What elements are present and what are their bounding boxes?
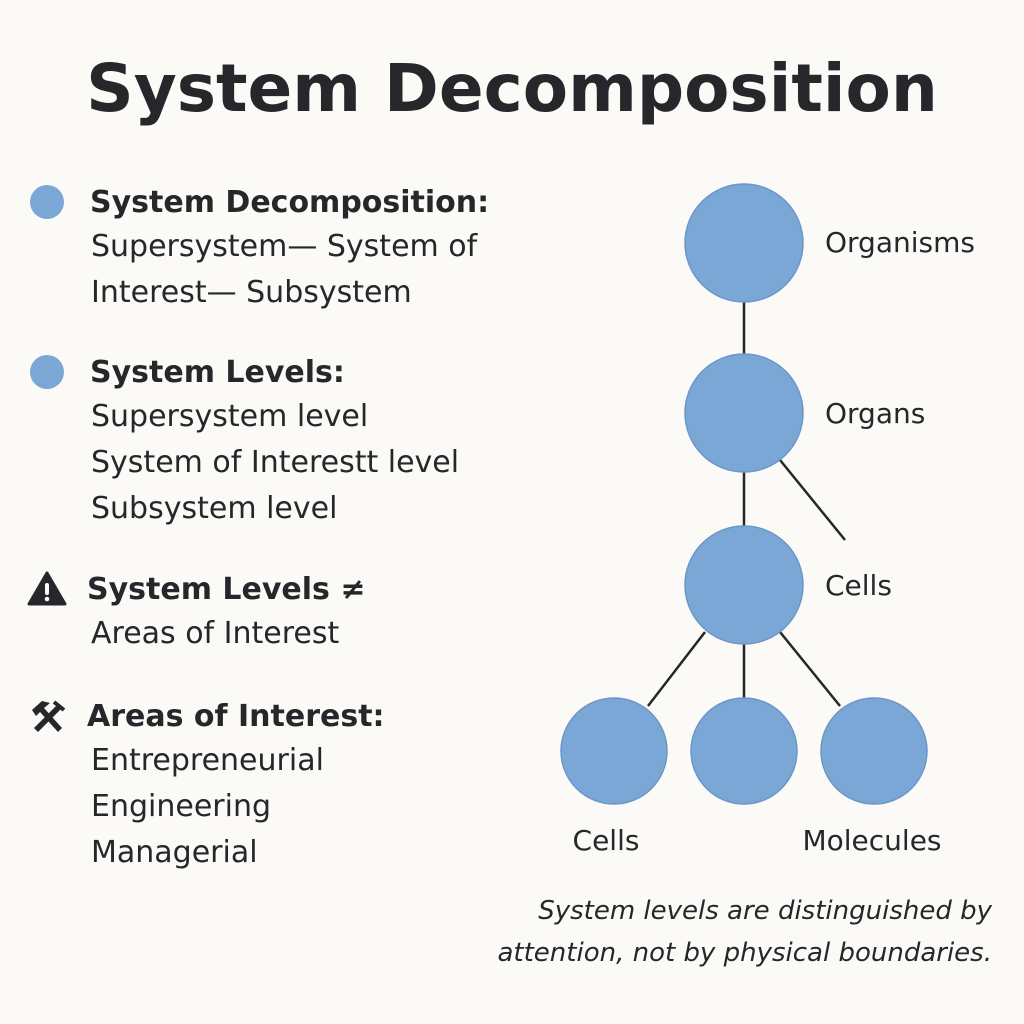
- label-organs: Organs: [825, 397, 925, 430]
- node-cells: [684, 525, 804, 645]
- page-title: System Decomposition: [86, 50, 938, 127]
- section-line: Interest— Subsystem: [91, 275, 412, 310]
- node-organs: [684, 353, 804, 473]
- node-middle-bottom: [690, 697, 798, 805]
- caption: System levels are distinguished by atten…: [497, 890, 992, 974]
- circle-bullet-icon: [30, 185, 64, 219]
- section-line: System of Interestt level: [91, 445, 460, 480]
- hammer-pick-icon: [27, 698, 67, 734]
- section-line: Entrepreneurial: [91, 743, 324, 778]
- caption-line: attention, not by physical boundaries.: [497, 938, 992, 968]
- section-heading: Areas of Interest:: [87, 698, 385, 734]
- edge: [779, 459, 846, 541]
- section-warning: System Levels ≠ Areas of Interest: [27, 567, 366, 657]
- section-line: Subsystem level: [91, 491, 338, 526]
- section-heading: System Decomposition:: [90, 184, 490, 220]
- section-heading: System Levels:: [90, 354, 345, 390]
- section-decomposition: System Decomposition: Supersystem— Syste…: [30, 180, 489, 316]
- section-line: Supersystem level: [91, 399, 369, 434]
- section-line: Areas of Interest: [91, 616, 340, 651]
- node-cells-bottom: [560, 697, 668, 805]
- edge: [779, 631, 841, 707]
- section-levels: System Levels: Supersystem level System …: [30, 350, 459, 532]
- caption-line: System levels are distinguished by: [538, 896, 992, 926]
- node-molecules: [820, 697, 928, 805]
- circle-bullet-icon: [30, 355, 64, 389]
- section-line: Managerial: [91, 835, 258, 870]
- label-molecules: Molecules: [802, 824, 941, 857]
- label-cells-bottom: Cells: [573, 824, 640, 857]
- section-heading: System Levels ≠: [87, 571, 366, 607]
- section-line: Supersystem— System of: [91, 229, 478, 264]
- warning-icon: [27, 571, 67, 607]
- node-organisms: [684, 183, 804, 303]
- section-line: Engineering: [91, 789, 271, 824]
- label-organisms: Organisms: [825, 226, 975, 259]
- section-areas: Areas of Interest: Entrepreneurial Engin…: [30, 694, 385, 876]
- label-cells: Cells: [825, 569, 892, 602]
- edge: [647, 631, 706, 707]
